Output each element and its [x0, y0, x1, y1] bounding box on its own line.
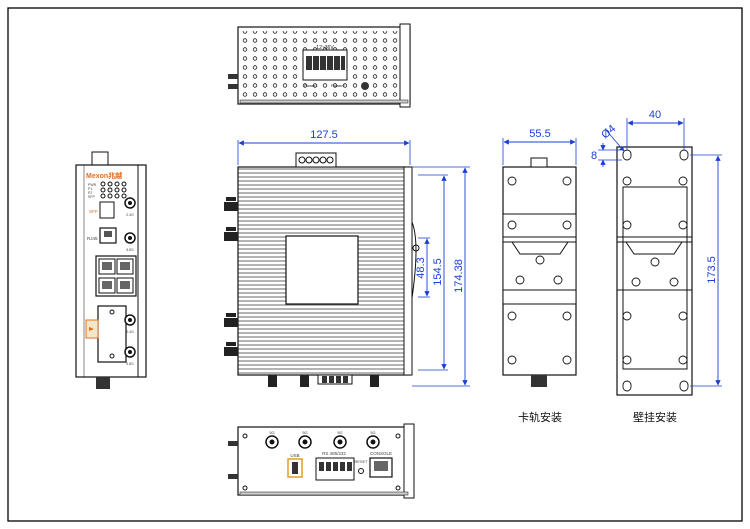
svg-text:5.8G: 5.8G: [126, 248, 134, 252]
top-terminal-label: 12~36V: [316, 45, 334, 51]
caption-wall-mount: 壁挂安装: [633, 410, 677, 424]
dim-width-main: 127.5: [310, 129, 338, 141]
dim-wall-hole-spacing: 40: [649, 109, 661, 121]
page-frame: [7, 7, 743, 522]
front-view: Mexon兆越 PWR P1 P2 SFP SFP 2.4G RJ45 5.8G: [75, 151, 147, 389]
svg-text:P2: P2: [88, 191, 92, 195]
reset-label: RESET: [354, 459, 368, 464]
dim-wall-height: 173.5: [706, 256, 718, 284]
top-power1-label: Power1: [304, 83, 318, 88]
console-label: CONSOLE: [370, 451, 392, 456]
svg-text:5G: 5G: [302, 430, 307, 435]
bottom-view: 5G 5G 5G 5G USB RS 485/232 RESET CONSOLE: [228, 423, 415, 499]
reset-button: [358, 468, 364, 474]
wall-mount-view: 40 Ø4 8 173.5 壁挂安装: [591, 109, 722, 424]
bottom-antenna-jacks: 5G 5G 5G 5G: [265, 430, 380, 449]
side-view: [224, 152, 420, 387]
main-dimensions: 127.5 174.38 154.5 48.3: [237, 129, 470, 387]
svg-text:SFP: SFP: [88, 195, 95, 199]
sfp-port: [99, 201, 115, 219]
caption-din-rail: 卡轨安装: [518, 410, 562, 424]
product-label-area: [285, 235, 359, 305]
svg-text:5G: 5G: [337, 430, 342, 435]
dim-height-inner: 154.5: [432, 258, 444, 286]
dim-wall-hole-diameter: Ø4: [599, 123, 618, 142]
svg-text:5G: 5G: [269, 430, 274, 435]
brand-logo: Mexon兆越: [86, 171, 123, 180]
svg-text:2.4G: 2.4G: [126, 330, 134, 334]
top-power2-label: Power2: [331, 83, 345, 88]
dim-width-rail: 55.5: [529, 128, 550, 140]
sfp-label: SFP: [89, 209, 98, 214]
svg-text:5G: 5G: [370, 430, 375, 435]
dim-offset-rail: 48.3: [415, 257, 427, 278]
top-view: 12~36V Power1 Power2: [228, 23, 411, 108]
dim-height-main: 174.38: [453, 259, 465, 293]
svg-text:5.8G: 5.8G: [126, 362, 134, 366]
svg-text:P1: P1: [88, 187, 92, 191]
led-labels: PWR P1 P2 SFP: [88, 181, 127, 199]
usb-label: USB: [290, 453, 299, 458]
ground-screw-icon: [361, 82, 369, 90]
rj45-label: RJ45: [87, 236, 98, 241]
din-rail-view: 55.5 卡轨安装: [502, 128, 577, 424]
serial-label: RS 485/232: [322, 451, 346, 456]
dim-wall-hole-offset: 8: [591, 150, 597, 162]
svg-text:2.4G: 2.4G: [126, 213, 134, 217]
svg-text:PWR: PWR: [88, 183, 97, 187]
